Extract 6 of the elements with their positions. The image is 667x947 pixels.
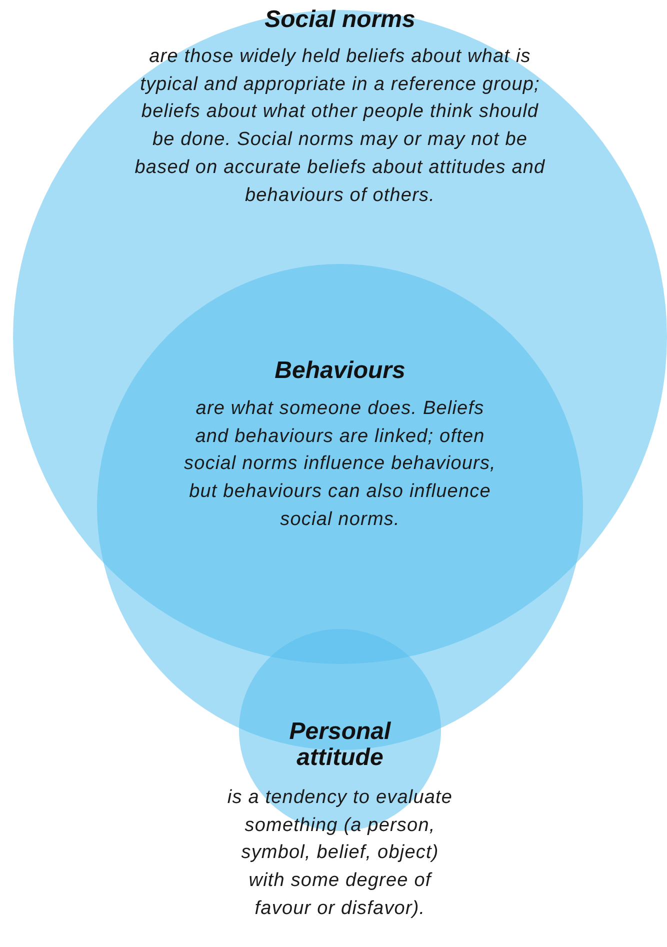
heading: Personal attitude (288, 719, 392, 771)
heading: Social norms (264, 7, 416, 33)
description: is a tendency to evaluate something (a person, symbol, belief, object) with some degree of favour or disfavor). (226, 786, 454, 921)
heading: Behaviours (274, 358, 406, 384)
description: are those widely held beliefs about what is typical and appropriate in a reference group; beliefs about what other people think should be done. Social norms may or may not be based on accurate beliefs about attitudes and behaviours of others. (134, 45, 546, 208)
description: are what someone does. Beliefs and behaviours are linked; often social norms influence behaviours, but behaviours can also influence social norms. (183, 397, 497, 532)
